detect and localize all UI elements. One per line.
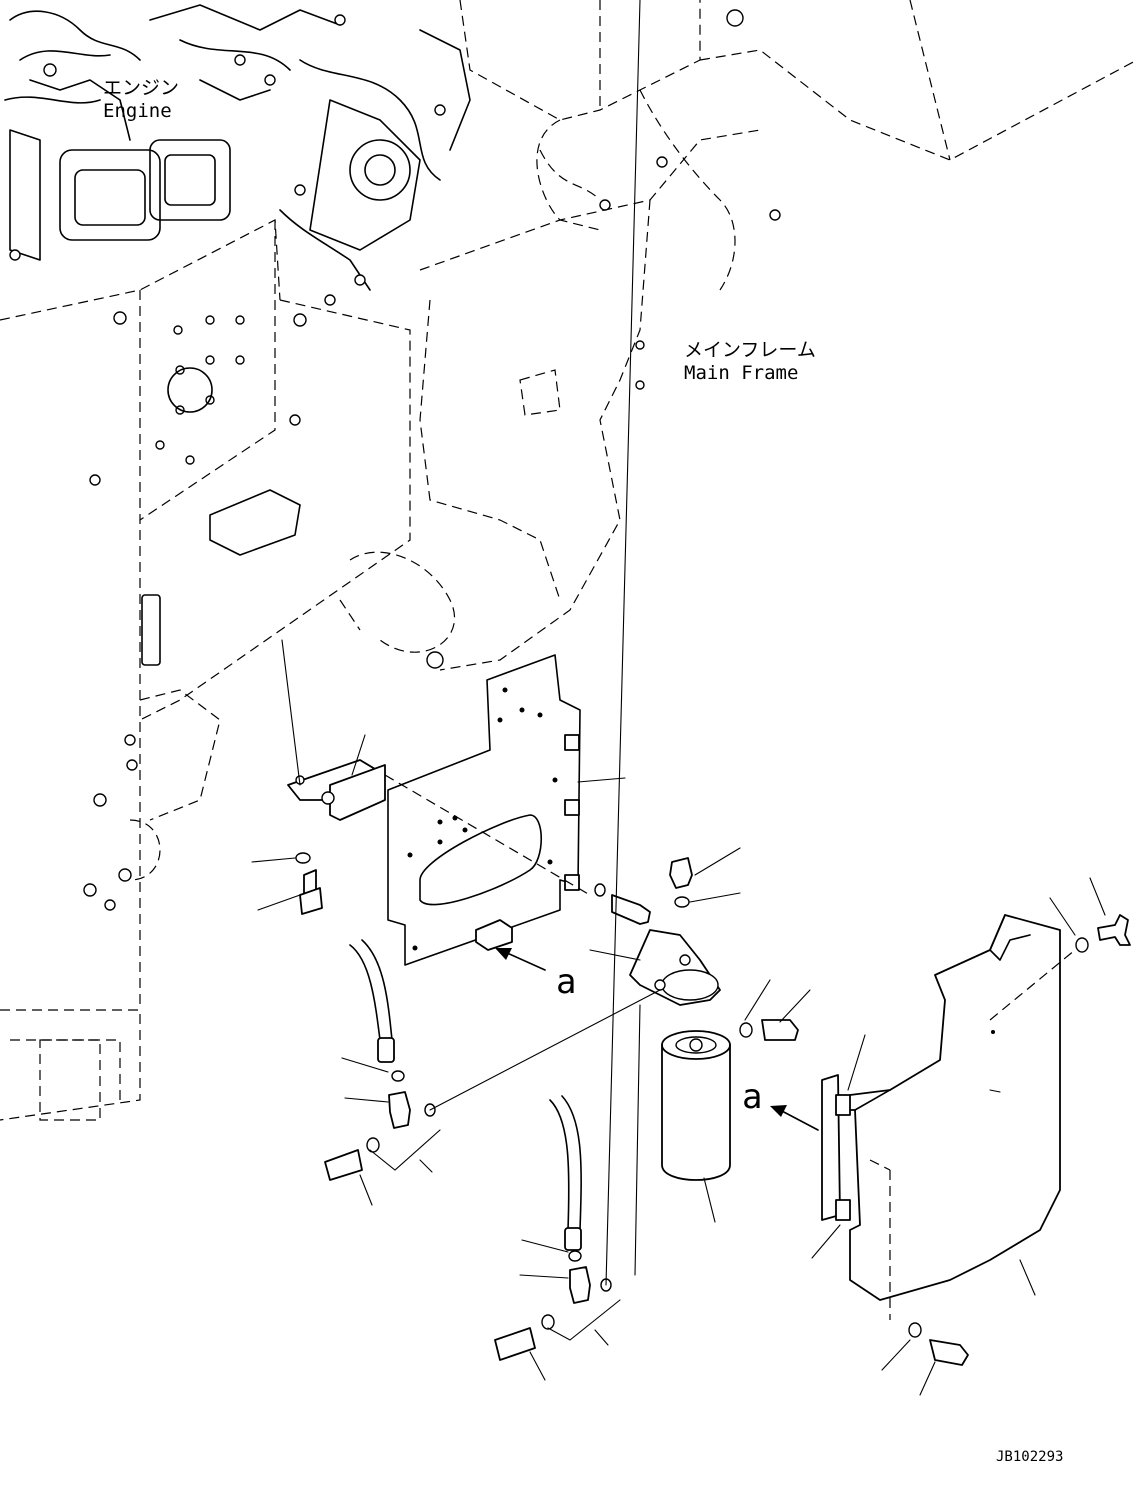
main-frame-outline <box>349 0 1137 671</box>
wing-bolt <box>1049 877 1131 953</box>
bolt-washer-head <box>739 979 811 1041</box>
filter-head <box>589 929 721 1006</box>
filter-cartridge <box>661 1030 731 1223</box>
view-arrow-a-1 <box>495 948 546 971</box>
view-a-label-1: a <box>556 962 576 1002</box>
filter-cover <box>811 914 1076 1320</box>
engine-assembly <box>4 4 471 327</box>
bolt-washer-cover <box>881 1322 969 1396</box>
engine-label-en: Engine <box>103 100 172 122</box>
support-bracket <box>281 639 591 896</box>
hose-lower <box>494 0 641 1381</box>
engine-label-jp: エンジン <box>103 77 179 99</box>
bolt-washer-plate <box>594 847 741 925</box>
bolt-washer-left <box>251 852 323 915</box>
view-a-label-2: a <box>742 1077 762 1117</box>
mounting-bracket-plate <box>387 654 626 966</box>
hose-upper <box>324 939 661 1206</box>
left-frame-plate <box>0 219 411 1121</box>
view-arrow-a-2 <box>770 1105 819 1131</box>
main-frame-label-jp: メインフレーム <box>684 339 816 361</box>
drawing-id: JB102293 <box>996 1449 1063 1465</box>
main-frame-label-en: Main Frame <box>684 362 798 384</box>
